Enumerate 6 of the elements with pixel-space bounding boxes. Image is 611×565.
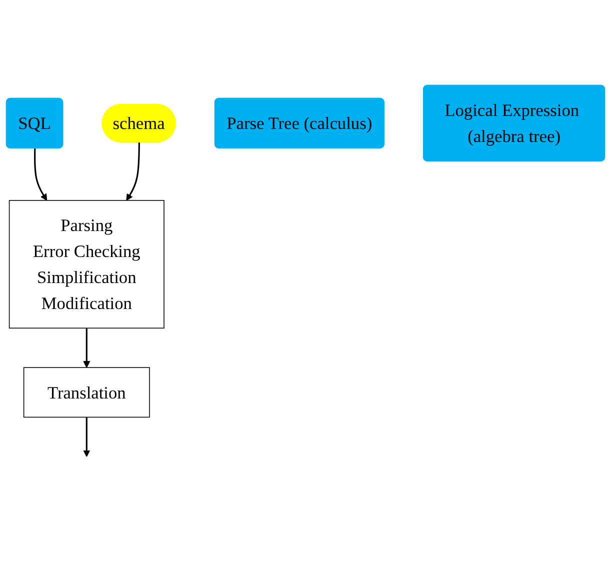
arrow bbox=[126, 142, 140, 200]
node-box: Translation bbox=[23, 366, 150, 418]
arrow bbox=[83, 416, 90, 457]
arrow bbox=[34, 148, 48, 200]
node-box: Parsing Error Checking Simplification Modification bbox=[8, 200, 164, 328]
arrow bbox=[83, 328, 90, 368]
